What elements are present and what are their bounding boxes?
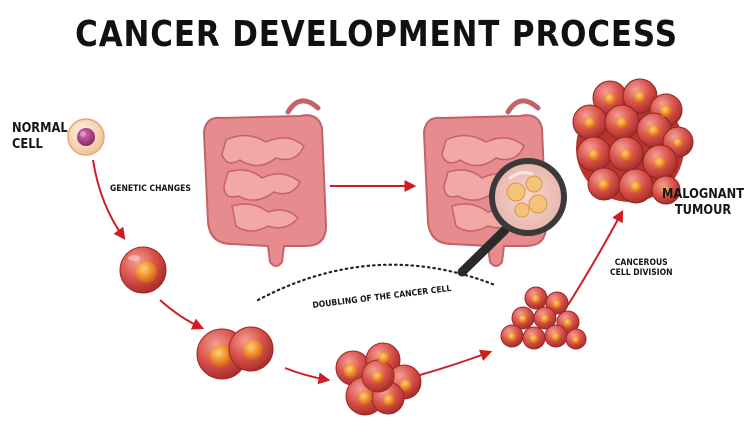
normal-cell-label-line2: CELL xyxy=(12,136,43,152)
normal-cell-label-line1: NORMAL xyxy=(12,121,68,136)
malignant-tumour-label-line1: MALOGNANT xyxy=(662,187,745,202)
intestine-healthy xyxy=(202,98,328,267)
cancerous-division-label-line2: CELL DIVISION xyxy=(610,268,673,279)
normal-cell-label: NORMAL CELL xyxy=(12,121,68,152)
cancer-cell-cluster xyxy=(335,342,422,416)
arrow-group-to-tumour xyxy=(567,209,624,306)
magnifying-glass-icon xyxy=(457,158,567,277)
cancerous-division-label: CANCEROUS CELL DIVISION xyxy=(610,258,672,278)
cancer-cell-pair xyxy=(196,326,274,380)
arrow-cell-to-two xyxy=(159,299,205,330)
malignant-tumour-label-line2: TUMOUR xyxy=(674,202,732,218)
genetic-changes-label: GENETIC CHANGES xyxy=(110,184,191,194)
cancer-cell-single xyxy=(119,246,167,294)
flow-arrows xyxy=(92,159,624,385)
arrow-two-to-cluster xyxy=(284,367,331,385)
malignant-tumour-label: MALOGNANT TUMOUR xyxy=(662,187,744,218)
arrow-normal-to-cell xyxy=(92,159,126,240)
page-title: CANCER DEVELOPMENT PROCESS xyxy=(75,14,678,55)
malignant-tumour xyxy=(572,78,694,205)
arrow-cluster-to-group xyxy=(419,349,493,376)
cancerous-division-label-line1: CANCEROUS xyxy=(614,258,668,268)
cancer-cell-group xyxy=(500,286,587,350)
normal-cell xyxy=(67,118,105,156)
